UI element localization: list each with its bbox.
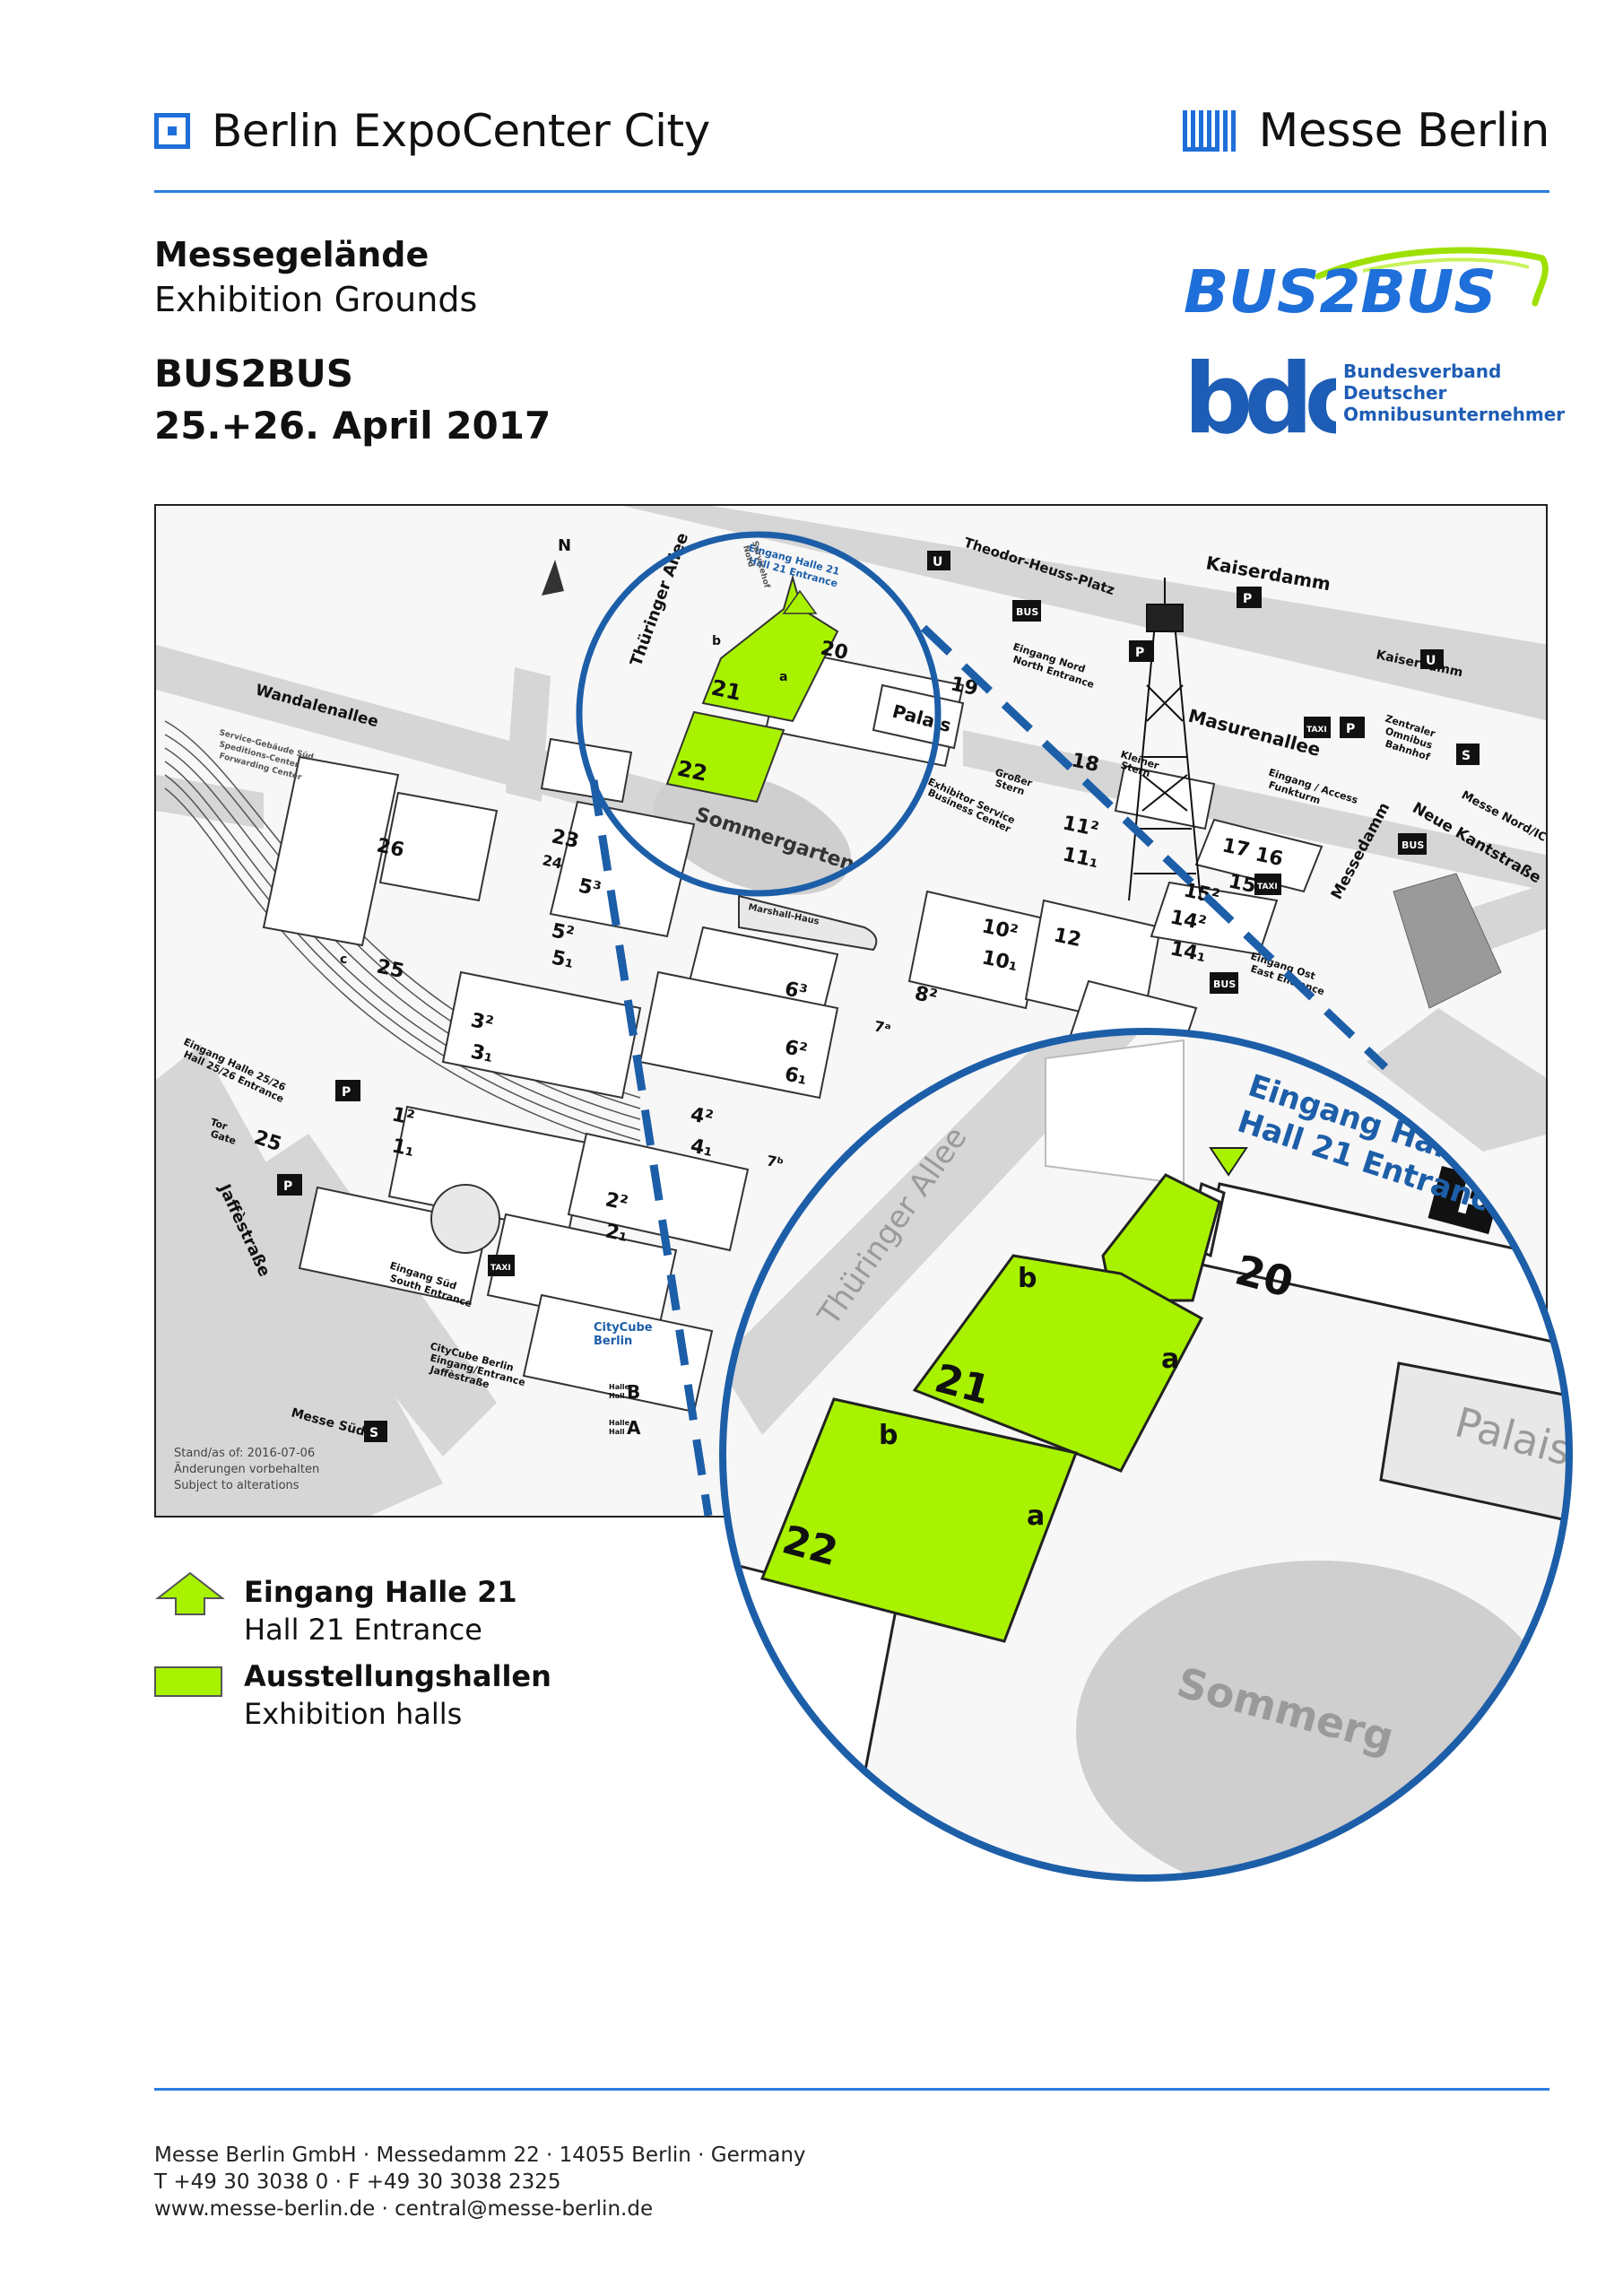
map-hall-11-1: 11₁ xyxy=(1061,843,1101,873)
map-hall-2-1: 2₁ xyxy=(603,1220,630,1247)
bdo-logo: bdo Bundesverband Deutscher Omnibusunter… xyxy=(1184,344,1565,456)
badge-p-3: P xyxy=(342,1085,351,1100)
badge-s-sued: S xyxy=(369,1426,378,1440)
map-hall-2-2: 2² xyxy=(603,1188,630,1215)
badge-p-1: P xyxy=(1135,646,1144,660)
header-rule xyxy=(154,190,1549,193)
bdo-short-text: bdo xyxy=(1184,350,1336,448)
legend-entrance-de: Eingang Halle 21 xyxy=(244,1575,517,1609)
badge-taxi-2: TAXI xyxy=(490,1264,511,1273)
bdo-text: Bundesverband Deutscher Omnibusunternehm… xyxy=(1343,361,1566,425)
map-halle-b: B xyxy=(627,1381,640,1403)
map-tor-1: Tor xyxy=(209,1116,230,1132)
legend-halls-swatch xyxy=(154,1666,222,1697)
map-hall-5-2: 5² xyxy=(550,919,577,946)
legend-entrance-en: Hall 21 Entrance xyxy=(244,1613,482,1647)
map-hall-5-1: 5₁ xyxy=(550,946,577,973)
map-citycube-1: CityCube xyxy=(594,1321,653,1335)
brand-left-text: Berlin ExpoCenter City xyxy=(212,105,710,157)
title-en: Exhibition Grounds xyxy=(154,280,478,319)
map-hall-11-2: 11² xyxy=(1061,812,1101,841)
legend-arrow-icon xyxy=(154,1571,226,1620)
legend-halls-de: Ausstellungshallen xyxy=(244,1659,551,1693)
badge-bus-1: BUS xyxy=(1016,606,1038,618)
street-thueringer: Thüringer Allee xyxy=(627,530,692,668)
site-map[interactable]: Sommergarten Marshal xyxy=(154,504,1548,1518)
map-hall-6-3: 6³ xyxy=(783,978,810,1004)
badge-taxi-3: TAXI xyxy=(1257,883,1278,891)
brand-right-text: Messe Berlin xyxy=(1258,104,1550,158)
map-hall-3-1: 3₁ xyxy=(469,1040,496,1067)
map-hall-6-2: 6² xyxy=(783,1036,810,1063)
map-hall-7a: 7ᵃ xyxy=(872,1017,892,1037)
stand-1: Stand/as of: 2016-07-06 xyxy=(174,1447,315,1460)
north-label: N xyxy=(558,536,571,555)
map-hall-8-2: 8² xyxy=(913,982,940,1009)
map-hall-6-1: 6₁ xyxy=(783,1063,810,1090)
map-hall-4-2: 4² xyxy=(689,1103,716,1130)
map-hall-5-3: 5³ xyxy=(577,874,603,901)
badge-bus-2: BUS xyxy=(1213,978,1236,990)
footer-web[interactable]: www.messe-berlin.de · central@messe-berl… xyxy=(154,2197,654,2221)
map-halle-a-lbl-2: Hall xyxy=(609,1428,625,1436)
map-hall-25: 25 xyxy=(375,955,406,983)
title-de: Messegelände xyxy=(154,235,430,274)
event-date: 25.+26. April 2017 xyxy=(154,404,551,448)
street-masurenallee: Masurenallee xyxy=(1186,705,1324,761)
footer-phone: T +49 30 3038 0 · F +49 30 3038 2325 xyxy=(154,2170,561,2194)
expocenter-logo: Berlin ExpoCenter City xyxy=(154,100,710,161)
map-halle-b-lbl-2: Hall xyxy=(609,1392,625,1400)
north-arrow: N xyxy=(542,536,571,596)
badge-taxi-1: TAXI xyxy=(1306,726,1327,735)
badge-u-kaiserdamm: U xyxy=(1426,654,1436,668)
map-hall-1-2: 1² xyxy=(390,1103,417,1130)
badge-u: U xyxy=(933,555,942,570)
map-hall-7b: 7ᵇ xyxy=(765,1152,785,1171)
badge-s: S xyxy=(1462,749,1471,763)
messe-berlin-logo: Messe Berlin xyxy=(1182,100,1550,161)
badge-bus-3: BUS xyxy=(1402,839,1424,851)
map-letter-a: a xyxy=(779,670,787,684)
citycube-rotunda xyxy=(430,1184,500,1254)
map-hall-3-2: 3² xyxy=(469,1009,496,1036)
footer-rule xyxy=(154,2088,1549,2091)
zoom-hall-22: 22 xyxy=(777,1517,842,1575)
map-hall-4-1: 4₁ xyxy=(689,1135,716,1161)
map-hall-1-1: 1₁ xyxy=(390,1135,417,1161)
expocenter-square-icon xyxy=(154,113,190,149)
footer-address: Messe Berlin GmbH · Messedamm 22 · 14055… xyxy=(154,2144,806,2167)
bus2bus-logo-text: BUS2BUS xyxy=(1184,257,1497,326)
street-kaiserdamm: Kaiserdamm xyxy=(1204,552,1332,595)
stand-3: Subject to alterations xyxy=(174,1479,299,1492)
stand-2: Änderungen vorbehalten xyxy=(174,1462,319,1476)
messe-bars-icon xyxy=(1182,110,1239,152)
bus2bus-logo: BUS2BUS xyxy=(1184,240,1560,339)
badge-p-2: P xyxy=(1346,722,1355,736)
map-hall-26: 26 xyxy=(375,834,406,862)
map-letter-c: c xyxy=(340,952,347,967)
map-hall-24: 24 xyxy=(541,851,564,872)
map-letter-b: b xyxy=(712,634,721,648)
map-stand-notes: Stand/as of: 2016-07-06 Änderungen vorbe… xyxy=(174,1447,319,1492)
event-name: BUS2BUS xyxy=(154,352,353,396)
badge-p-5: P xyxy=(1243,592,1252,606)
legend-halls-en: Exhibition halls xyxy=(244,1697,463,1731)
zoom-sommergarten: Sommerg xyxy=(1172,1657,1399,1761)
map-hall-23: 23 xyxy=(550,825,581,853)
badge-p-4: P xyxy=(283,1179,292,1194)
map-halle-a: A xyxy=(627,1417,641,1439)
map-citycube-2: Berlin xyxy=(594,1335,632,1348)
